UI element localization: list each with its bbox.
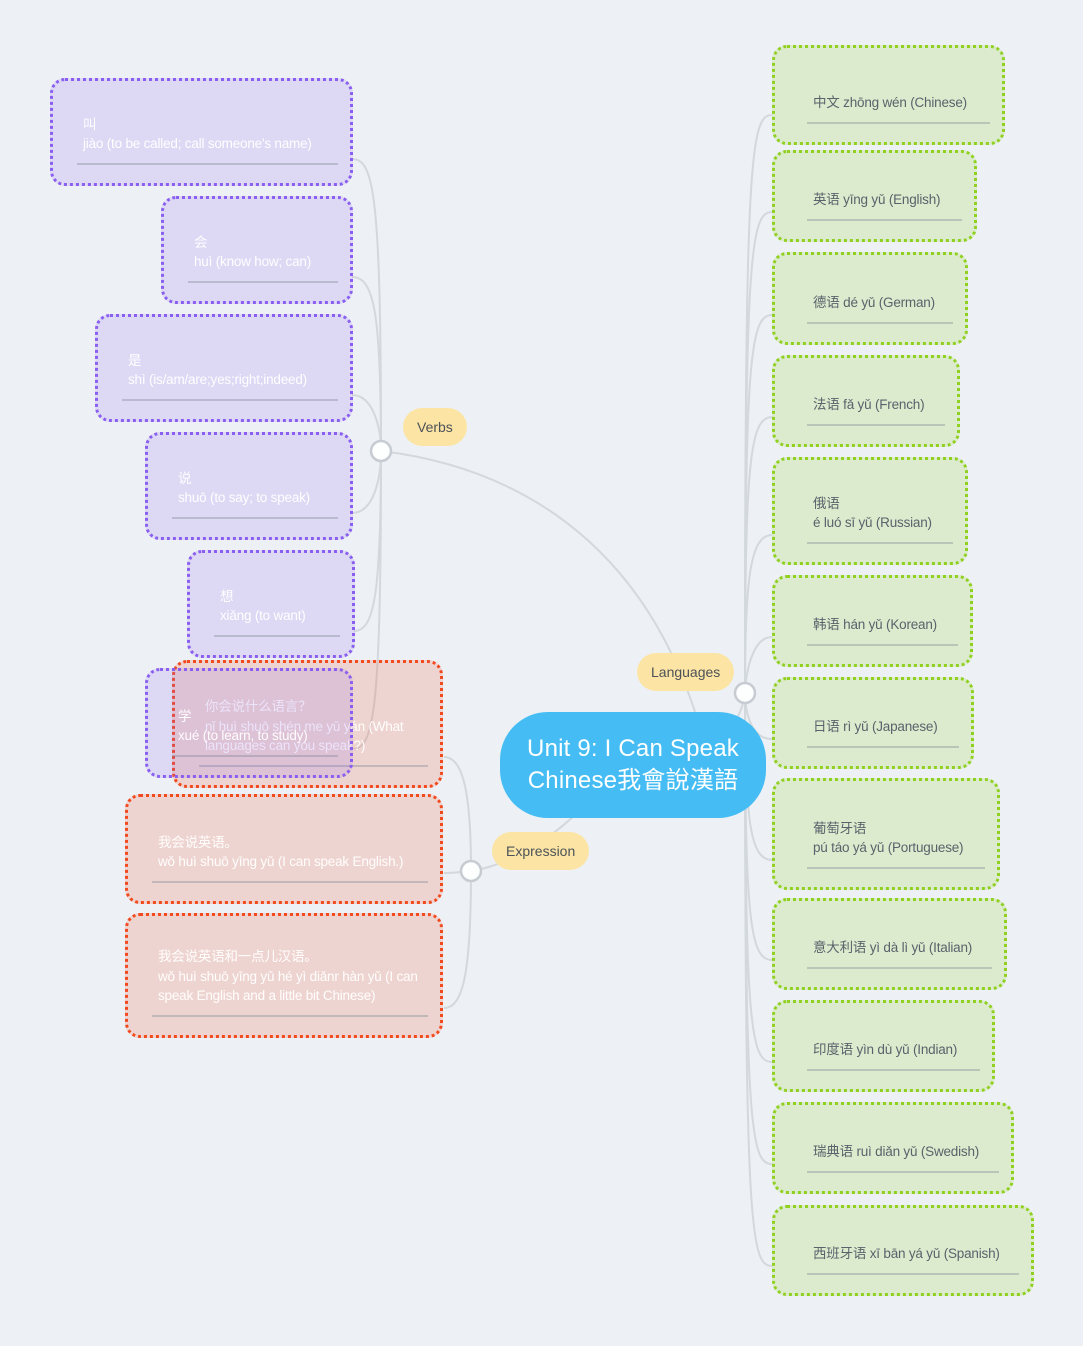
node-pinyin: huì (know how; can) xyxy=(194,254,312,270)
node-pinyin: wǒ huì shuō yīng yǔ (I can speak English… xyxy=(158,854,404,870)
node-divider xyxy=(807,1273,1019,1275)
branch-label-languages[interactable]: Languages xyxy=(637,653,735,691)
node-pinyin: wǒ huì shuō yīng yǔ hé yì diǎnr hàn yǔ (… xyxy=(158,968,418,1004)
node-text: 日语 rì yǔ (Japanese) xyxy=(813,719,938,735)
language-node-korean[interactable]: 韩语 hán yǔ (Korean) xyxy=(772,575,973,667)
node-hanzi: 是 xyxy=(128,352,142,368)
node-divider xyxy=(199,765,428,767)
expression-node-english-and-chinese[interactable]: 我会说英语和一点儿汉语。 wǒ huì shuō yīng yǔ hé yì d… xyxy=(125,913,443,1038)
node-text: 英语 yīng yǔ (English) xyxy=(813,192,941,208)
node-divider xyxy=(807,322,953,324)
node-hanzi: 学 xyxy=(178,708,192,724)
node-pinyin: shuō (to say; to speak) xyxy=(178,490,310,506)
node-divider xyxy=(807,1171,999,1173)
language-node-german[interactable]: 德语 dé yǔ (German) xyxy=(772,252,968,345)
language-node-japanese[interactable]: 日语 rì yǔ (Japanese) xyxy=(772,677,974,769)
node-text: 韩语 hán yǔ (Korean) xyxy=(813,617,937,633)
node-hanzi: 我会说英语。 xyxy=(158,834,238,850)
branch-hub-verbs xyxy=(369,439,393,463)
language-node-italian[interactable]: 意大利语 yì dà lì yǔ (Italian) xyxy=(772,898,1007,990)
node-divider xyxy=(807,219,962,221)
node-divider xyxy=(807,122,990,124)
node-hanzi: 叫 xyxy=(83,116,97,132)
verb-node-xue[interactable]: 学 xué (to learn, to study) xyxy=(145,668,353,778)
verb-node-xiang[interactable]: 想 xiǎng (to want) xyxy=(187,550,355,658)
node-divider xyxy=(122,399,338,401)
node-text: 俄语 xyxy=(813,495,840,511)
central-topic-line2: Chinese我會說漢語 xyxy=(527,767,739,794)
node-divider xyxy=(807,867,985,869)
node-divider xyxy=(172,755,338,757)
node-pinyin: nǐ huì shuō shén me yǔ yán (What languag… xyxy=(205,718,404,754)
node-text: 中文 zhōng wén (Chinese) xyxy=(813,95,967,111)
node-text: 法语 fǎ yǔ (French) xyxy=(813,397,925,413)
node-divider xyxy=(77,163,338,165)
node-text: 印度语 yìn dù yǔ (Indian) xyxy=(813,1042,958,1058)
central-topic[interactable]: Unit 9: I Can Speak Chinese我會說漢語 xyxy=(500,712,766,818)
node-divider xyxy=(214,635,340,637)
language-node-french[interactable]: 法语 fǎ yǔ (French) xyxy=(772,355,960,447)
node-divider xyxy=(807,746,959,748)
node-hanzi: 会 xyxy=(194,234,208,250)
node-hanzi: 说 xyxy=(178,470,192,486)
node-text: 葡萄牙语 xyxy=(813,820,867,836)
node-text: 瑞典语 ruì diǎn yǔ (Swedish) xyxy=(813,1144,980,1160)
language-node-spanish[interactable]: 西班牙语 xī bān yá yǔ (Spanish) xyxy=(772,1205,1034,1296)
branch-label-verbs[interactable]: Verbs xyxy=(403,408,467,446)
node-divider xyxy=(807,644,958,646)
node-divider xyxy=(807,967,992,969)
language-node-english[interactable]: 英语 yīng yǔ (English) xyxy=(772,150,977,242)
node-pinyin: shì (is/am/are;yes;right;indeed) xyxy=(128,372,307,388)
expression-node-i-can-speak-english[interactable]: 我会说英语。 wǒ huì shuō yīng yǔ (I can speak … xyxy=(125,794,443,904)
central-topic-line1: Unit 9: I Can Speak xyxy=(527,735,739,763)
node-text: 德语 dé yǔ (German) xyxy=(813,295,935,311)
node-pinyin: jiào (to be called; call someone's name) xyxy=(83,136,312,152)
node-hanzi: 想 xyxy=(220,588,234,604)
node-divider xyxy=(152,881,428,883)
branch-hub-languages xyxy=(733,681,757,705)
branch-hub-expression xyxy=(459,859,483,883)
node-divider xyxy=(172,517,338,519)
language-node-chinese[interactable]: 中文 zhōng wén (Chinese) xyxy=(772,45,1005,145)
node-divider xyxy=(807,424,945,426)
node-hanzi: 你会说什么语言？ xyxy=(205,698,312,714)
verb-node-shi[interactable]: 是 shì (is/am/are;yes;right;indeed) xyxy=(95,314,353,422)
node-divider xyxy=(807,542,953,544)
node-divider xyxy=(188,281,338,283)
node-text-line2: é luó sī yǔ (Russian) xyxy=(813,515,932,531)
node-divider xyxy=(152,1015,428,1017)
node-hanzi: 我会说英语和一点儿汉语。 xyxy=(158,948,318,964)
node-text: 西班牙语 xī bān yá yǔ (Spanish) xyxy=(813,1246,1000,1262)
verb-node-jiao[interactable]: 叫 jiào (to be called; call someone's nam… xyxy=(50,78,353,186)
node-pinyin: xué (to learn, to study) xyxy=(178,728,308,744)
node-text: 意大利语 yì dà lì yǔ (Italian) xyxy=(813,940,973,956)
node-divider xyxy=(807,1069,980,1071)
verb-node-hui[interactable]: 会 huì (know how; can) xyxy=(161,196,353,304)
node-pinyin: xiǎng (to want) xyxy=(220,608,306,624)
expression-node-what-languages[interactable]: 你会说什么语言？ nǐ huì shuō shén me yǔ yán (Wha… xyxy=(172,660,443,788)
language-node-portuguese[interactable]: 葡萄牙语 pú táo yá yǔ (Portuguese) xyxy=(772,778,1000,890)
language-node-indian[interactable]: 印度语 yìn dù yǔ (Indian) xyxy=(772,1000,995,1092)
language-node-russian[interactable]: 俄语 é luó sī yǔ (Russian) xyxy=(772,457,968,565)
verb-node-shuo[interactable]: 说 shuō (to say; to speak) xyxy=(145,432,353,540)
branch-label-expression[interactable]: Expression xyxy=(492,832,590,870)
node-text-line2: pú táo yá yǔ (Portuguese) xyxy=(813,840,964,856)
language-node-swedish[interactable]: 瑞典语 ruì diǎn yǔ (Swedish) xyxy=(772,1102,1014,1194)
